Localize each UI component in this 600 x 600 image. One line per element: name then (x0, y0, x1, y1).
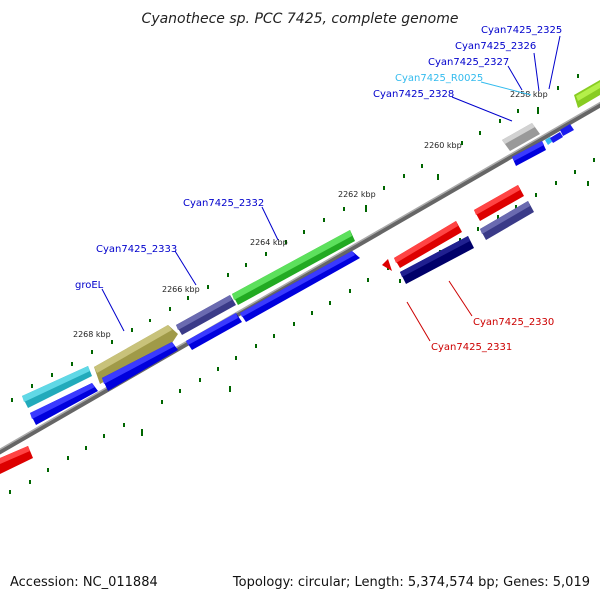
accession-text: Accession: NC_011884 (10, 575, 158, 590)
gene-label[interactable]: Cyan7425_2332 (183, 198, 264, 209)
gene-label[interactable]: groEL (75, 280, 104, 291)
gene-label[interactable]: Cyan7425_2331 (431, 342, 512, 353)
gene-label[interactable]: Cyan7425_2327 (428, 57, 509, 68)
gene-feature[interactable] (550, 132, 563, 143)
label-leaders (101, 35, 561, 342)
scale-label: 2264 kbp (250, 238, 288, 247)
reverse-strand-genes (0, 185, 534, 474)
gene-feature[interactable] (382, 259, 392, 271)
scale-label: 2262 kbp (338, 190, 376, 199)
gene-feature[interactable] (240, 251, 360, 322)
gene-feature[interactable] (502, 123, 540, 151)
gene-label[interactable]: Cyan7425_2326 (455, 41, 536, 52)
scale-label: 2268 kbp (73, 330, 111, 339)
gene-feature[interactable] (560, 124, 574, 136)
gene-label[interactable]: Cyan7425_R0025 (395, 73, 483, 84)
gene-label[interactable]: Cyan7425_2328 (373, 89, 454, 100)
scale-label: 2266 kbp (162, 285, 200, 294)
outer-tick-track (11, 74, 579, 402)
forward-blue-track (30, 141, 546, 425)
gene-feature[interactable] (94, 325, 178, 384)
scale-label: 2260 kbp (424, 141, 462, 150)
genome-stats-text: Topology: circular; Length: 5,374,574 bp… (232, 575, 590, 590)
map-title: Cyanothece sp. PCC 7425, complete genome (142, 11, 459, 27)
forward-strand-genes (22, 80, 600, 408)
gene-labels: Cyan7425_2325 Cyan7425_2326 Cyan7425_232… (75, 25, 562, 353)
gene-label[interactable]: Cyan7425_2330 (473, 317, 554, 328)
inner-tick-track (9, 158, 595, 494)
gene-label[interactable]: Cyan7425_2333 (96, 244, 177, 255)
genome-backbone (0, 101, 600, 455)
gene-label[interactable]: Cyan7425_2325 (481, 25, 562, 36)
